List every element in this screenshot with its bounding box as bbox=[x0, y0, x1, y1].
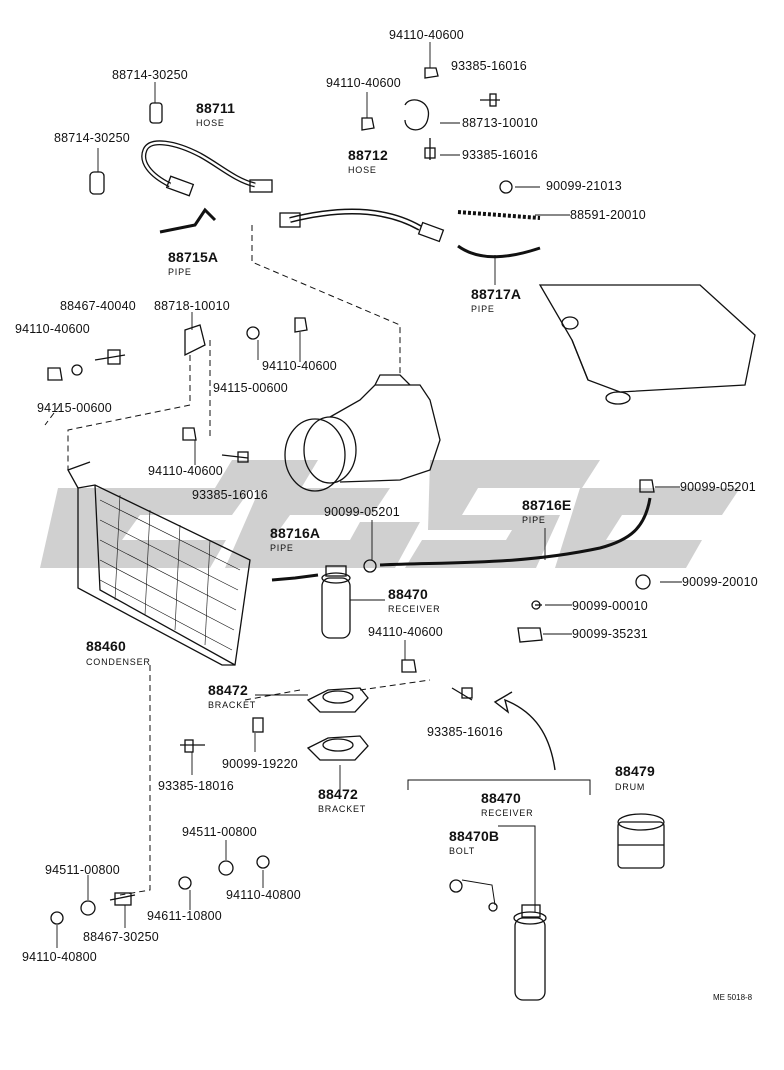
arrow bbox=[493, 691, 556, 771]
part-name-label: CONDENSER bbox=[86, 657, 151, 667]
part-number-label: 94611-10800 bbox=[147, 909, 222, 923]
receiver-88470-upper bbox=[321, 565, 351, 639]
part-number-label: 88479 bbox=[615, 763, 655, 779]
pipe-88717a bbox=[457, 244, 541, 259]
part-number-label: 88714-30250 bbox=[54, 131, 130, 145]
part-number-label: 88472 bbox=[208, 682, 248, 698]
bracket-88472-lower bbox=[306, 735, 369, 761]
part-number-label: 90099-20010 bbox=[682, 575, 758, 589]
part-name-label: HOSE bbox=[196, 118, 225, 128]
condenser-88460 bbox=[67, 461, 251, 666]
part-name-label: BRACKET bbox=[318, 804, 367, 814]
hardware-items bbox=[47, 67, 655, 925]
leader-lines bbox=[56, 42, 682, 948]
part-number-label: 90099-35231 bbox=[572, 627, 648, 641]
part-number-label: 90099-05201 bbox=[324, 505, 400, 519]
part-number-label: 94110-40600 bbox=[15, 322, 90, 336]
part-number-label: 88716A bbox=[270, 525, 321, 541]
pipe-88716a bbox=[271, 573, 319, 582]
part-number-label: 88467-30250 bbox=[83, 930, 159, 944]
part-number-label: 88714-30250 bbox=[112, 68, 188, 82]
part-name-label: DRUM bbox=[615, 782, 646, 792]
part-name-label: PIPE bbox=[471, 304, 495, 314]
bracket-88472-upper bbox=[306, 687, 369, 713]
part-number-label: 94110-40800 bbox=[226, 888, 301, 902]
part-number-label: 94110-40600 bbox=[389, 28, 464, 42]
compressor bbox=[284, 374, 441, 492]
part-number-label: 88470 bbox=[388, 586, 428, 602]
part-number-label: 93385-16016 bbox=[451, 59, 527, 73]
part-number-label: 88472 bbox=[318, 786, 358, 802]
part-number-label: 90099-00010 bbox=[572, 599, 648, 613]
part-number-label: 94110-40600 bbox=[368, 625, 443, 639]
part-number-label: 88467-40040 bbox=[60, 299, 136, 313]
part-number-label: 94115-00600 bbox=[37, 401, 112, 415]
pipe-88715a bbox=[159, 207, 217, 234]
part-number-label: 94511-00800 bbox=[182, 825, 257, 839]
part-number-label: 93385-18016 bbox=[158, 779, 234, 793]
strip-88591 bbox=[457, 210, 541, 220]
part-number-label: 88712 bbox=[348, 147, 388, 163]
part-number-label: 88718-10010 bbox=[154, 299, 230, 313]
part-number-label: 93385-16016 bbox=[462, 148, 538, 162]
part-number-label: 88711 bbox=[196, 100, 236, 116]
evaporator-housing bbox=[538, 284, 756, 405]
drum-88479 bbox=[617, 813, 665, 869]
figure-code: ME 5018-8 bbox=[713, 993, 753, 1002]
part-number-label: 94110-40800 bbox=[22, 950, 97, 964]
receiver-88470-lower bbox=[513, 904, 547, 1001]
part-name-label: PIPE bbox=[522, 515, 546, 525]
part-name-label: PIPE bbox=[168, 267, 192, 277]
part-number-label: 88717A bbox=[471, 286, 522, 302]
part-number-label: 88591-20010 bbox=[570, 208, 646, 222]
part-number-label: 88715A bbox=[168, 249, 219, 265]
part-number-label: 90099-21013 bbox=[546, 179, 622, 193]
part-number-label: 94511-00800 bbox=[45, 863, 120, 877]
part-name-label: BRACKET bbox=[208, 700, 257, 710]
part-number-label: 88470 bbox=[481, 790, 521, 806]
part-name-label: BOLT bbox=[449, 846, 476, 856]
part-name-label: PIPE bbox=[270, 543, 294, 553]
part-number-label: 88470B bbox=[449, 828, 500, 844]
part-number-label: 88716E bbox=[522, 497, 572, 513]
part-number-label: 90099-19220 bbox=[222, 757, 298, 771]
part-number-label: 94110-40600 bbox=[326, 76, 401, 90]
part-number-label: 88460 bbox=[86, 638, 126, 654]
hose-88711 bbox=[141, 140, 273, 197]
pipe-88716e bbox=[379, 497, 652, 567]
part-number-label: 93385-16016 bbox=[427, 725, 503, 739]
guide-lines bbox=[44, 225, 431, 896]
part-number-label: 88713-10010 bbox=[462, 116, 538, 130]
part-number-label: 94110-40600 bbox=[148, 464, 223, 478]
part-name-label: RECEIVER bbox=[388, 604, 441, 614]
part-number-label: 90099-05201 bbox=[680, 480, 756, 494]
part-number-label: 93385-16016 bbox=[192, 488, 268, 502]
hose-88712 bbox=[279, 208, 445, 243]
part-name-label: HOSE bbox=[348, 165, 377, 175]
part-name-label: RECEIVER bbox=[481, 808, 534, 818]
part-number-label: 94115-00600 bbox=[213, 381, 288, 395]
part-number-label: 94110-40600 bbox=[262, 359, 337, 373]
